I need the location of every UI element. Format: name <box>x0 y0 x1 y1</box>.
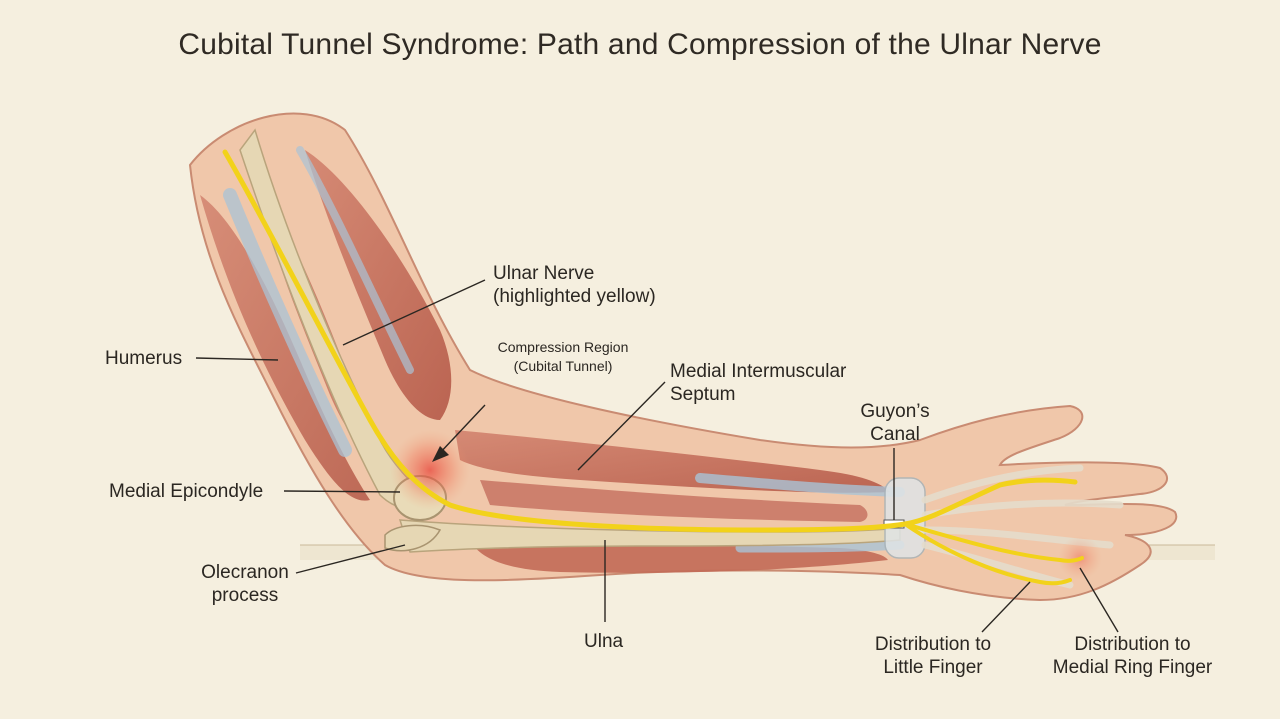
forearm-flexor-muscle <box>455 430 890 493</box>
leader-little-finger <box>981 581 1031 633</box>
olecranon-bone <box>384 524 442 552</box>
label-little-finger-line1: Distribution to <box>874 634 992 655</box>
forearm-tendon-lower <box>735 540 905 553</box>
leader-humerus <box>195 357 279 361</box>
label-ring-finger: Distribution to Medial Ring Finger <box>1030 633 1235 679</box>
label-compression-line1: Compression Region <box>497 339 629 355</box>
label-ulnar-nerve: Ulnar Nerve (highlighted yellow) <box>493 262 656 308</box>
leader-ring-finger <box>1079 567 1119 633</box>
label-septum-line1: Medial Intermuscular <box>670 361 847 382</box>
ulnar-nerve-path <box>222 149 1078 533</box>
label-olecranon-line2: process <box>211 585 279 606</box>
compression-glow <box>390 430 470 510</box>
forearm-tendon-upper <box>695 473 905 497</box>
label-humerus: Humerus <box>105 348 183 369</box>
label-compression-line2: (Cubital Tunnel) <box>513 358 613 374</box>
label-olecranon: Olecranon process <box>180 561 310 607</box>
label-compression-region: Compression Region (Cubital Tunnel) <box>478 338 648 376</box>
label-little-finger-line2: Little Finger <box>883 657 983 678</box>
leader-ulnar-nerve <box>342 279 486 346</box>
label-medial-epicondyle: Medial Epicondyle <box>109 481 264 502</box>
diagram-title: Cubital Tunnel Syndrome: Path and Compre… <box>178 28 1102 61</box>
upper-tendon <box>223 188 352 457</box>
metacarpals <box>921 464 1124 589</box>
leader-epicondyle <box>283 490 401 493</box>
ulnar-nerve-branch-little <box>903 522 1084 563</box>
label-ulnar-nerve-line1: Ulnar Nerve <box>493 263 595 284</box>
leader-lines <box>195 279 1119 633</box>
label-ulnar-nerve-line2: (highlighted yellow) <box>493 286 656 307</box>
leader-septum <box>577 381 666 471</box>
septum-band <box>296 146 414 374</box>
label-ulna: Ulna <box>584 631 624 652</box>
label-little-finger: Distribution to Little Finger <box>848 633 1018 679</box>
label-ring-finger-line1: Distribution to <box>1074 634 1191 655</box>
label-olecranon-line1: Olecranon <box>201 562 289 583</box>
label-guyons-canal: Guyon’s Canal <box>850 400 940 446</box>
label-septum-line2: Septum <box>670 384 736 405</box>
label-septum: Medial Intermuscular Septum <box>670 360 846 406</box>
wrist-bones <box>884 477 926 559</box>
forearm-mid-muscle <box>480 480 868 522</box>
label-guyons-line1: Guyon’s <box>860 401 930 422</box>
biceps-muscle <box>305 150 452 420</box>
label-ring-finger-line2: Medial Ring Finger <box>1052 657 1213 678</box>
leader-olecranon <box>295 544 406 574</box>
compression-arrow <box>432 404 486 462</box>
label-guyons-line2: Canal <box>870 424 920 445</box>
ulnar-nerve-branch-ring <box>903 522 1072 586</box>
